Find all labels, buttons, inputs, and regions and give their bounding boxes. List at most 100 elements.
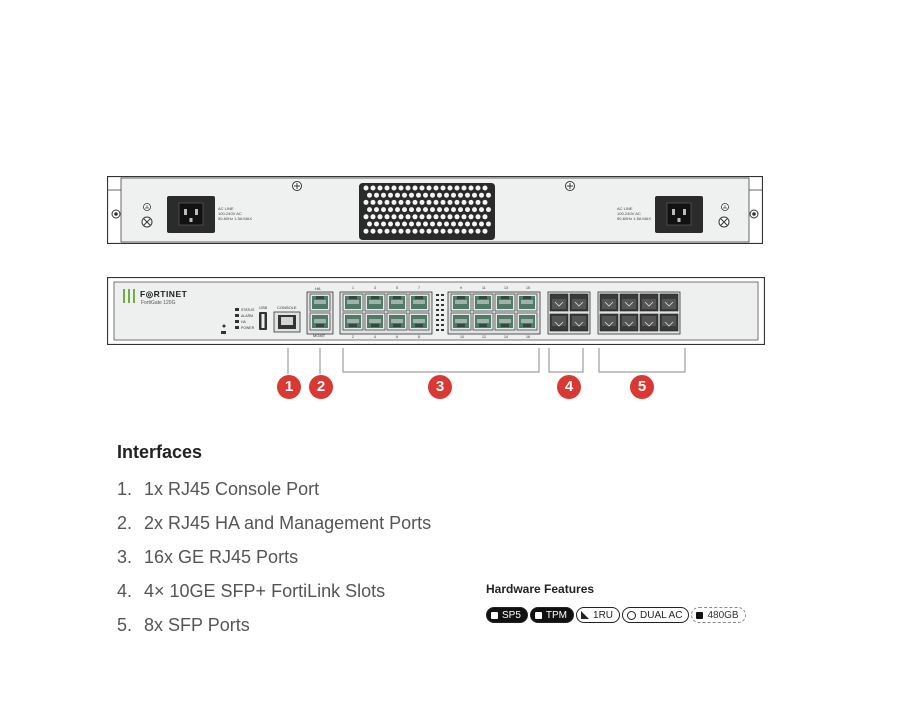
vent-hole [388,207,393,213]
vent-hole [482,185,488,191]
list-item: 4.4× 10GE SFP+ FortiLink Slots [117,581,385,602]
rj45-port[interactable] [408,293,430,312]
ha-mgmt-ports [306,291,334,335]
vent-hole [405,185,411,191]
vent-hole [381,207,386,213]
brand-name: F◎RTINET [140,289,188,299]
vent-hole [391,214,397,220]
led-indicator [235,320,239,323]
vent-hole [440,199,446,205]
rj45-port[interactable] [516,293,538,312]
rj45-port[interactable] [408,312,430,331]
vent-hole [419,199,425,205]
port-number: 7 [418,286,420,290]
vent-hole [437,192,442,198]
port-number: 3 [374,286,376,290]
sfp-slot[interactable] [659,293,679,312]
badge-dual-ac: DUAL AC [622,607,690,623]
vent-hole [444,192,449,198]
vent-hole [430,221,435,227]
screw-icon [565,181,575,191]
rj45-port[interactable] [309,312,331,331]
rj45-port[interactable] [364,312,386,331]
sfp-slot[interactable] [639,293,659,312]
vent-hole [454,199,460,205]
rj45-port[interactable] [342,312,364,331]
rj45-port[interactable] [450,293,472,312]
reset-button[interactable] [222,324,226,328]
sfp-plus-slot[interactable] [569,313,589,332]
rj45-port[interactable] [516,312,538,331]
vent-hole [486,207,491,213]
sfp-plus-slot[interactable] [569,293,589,312]
rj45-port[interactable] [472,312,494,331]
vent-hole [451,221,456,227]
port-number: 1 [352,286,354,290]
power-switch[interactable] [221,331,226,334]
vent-hole [412,185,418,191]
vent-hole [409,207,414,213]
rj45-port[interactable] [494,293,516,312]
rj45-port[interactable] [472,293,494,312]
badge-480gb: 480GB [691,607,746,623]
led-indicator [235,308,239,311]
rj45-port[interactable] [386,293,408,312]
vent-hole [430,207,435,213]
vent-hole [482,214,488,220]
sfp-plus-slot[interactable] [549,313,569,332]
rj45-port[interactable] [364,293,386,312]
list-item-text: 1x RJ45 Console Port [144,479,320,499]
ground-icon [143,203,151,211]
vent-hole [468,185,474,191]
sfp-slot[interactable] [619,293,639,312]
vent-hole [433,214,439,220]
vent-hole [465,192,470,198]
vent-hole [402,192,407,198]
screw-icon [292,181,302,191]
list-item: 5.8x SFP Ports [117,615,250,636]
vent-hole [377,214,383,220]
vent-hole [444,207,449,213]
vent-hole [426,228,432,234]
vent-hole [461,214,467,220]
rj45-port[interactable] [386,312,408,331]
ac-power-inlet-left [167,196,215,233]
usb-label: USB [259,305,268,310]
vent-hole [416,221,421,227]
vent-hole [405,228,411,234]
led-label: ALARM [241,314,253,318]
list-item: 3.16x GE RJ45 Ports [117,547,298,568]
ground-icon [721,203,729,211]
vent-hole [482,228,488,234]
mgmt-label: MGMT [313,333,326,338]
sfp-slot[interactable] [599,313,619,332]
sfp-slot[interactable] [659,313,679,332]
vent-hole [381,221,386,227]
fortinet-logo: F◎RTINET FortiGate 120G [123,289,188,306]
port-number: 9 [460,286,462,290]
vent-hole [419,228,425,234]
sfp-plus-slot[interactable] [549,293,569,312]
rj45-port[interactable] [309,293,331,312]
console-port[interactable] [273,311,301,333]
vent-hole [444,221,449,227]
vent-hole [468,214,474,220]
vent-hole [472,221,477,227]
vent-hole [447,228,453,234]
sfp-slot[interactable] [619,313,639,332]
vent-hole [370,214,376,220]
rack-unit-icon [581,611,590,619]
rj45-port[interactable] [494,312,516,331]
led-indicator [235,314,239,317]
sfp-slot[interactable] [599,293,619,312]
rj45-port[interactable] [342,293,364,312]
vent-hole [374,207,379,213]
vent-hole [440,214,446,220]
rj45-port[interactable] [450,312,472,331]
vent-hole [398,199,404,205]
port-led [436,319,439,321]
sfp-slot[interactable] [639,313,659,332]
vent-hole [409,221,414,227]
